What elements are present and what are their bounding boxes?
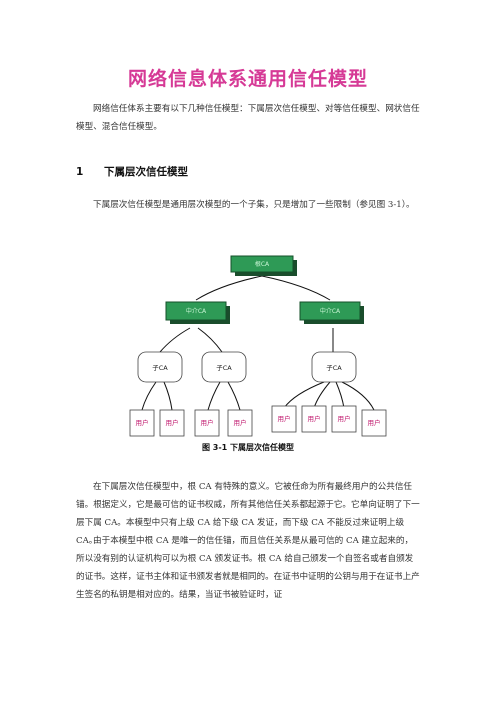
user-node: 用户 bbox=[129, 409, 155, 437]
edge-sub1-u2 bbox=[163, 381, 173, 411]
section-heading: 1 下属层次信任模型 bbox=[76, 164, 188, 179]
intermediate-ca-label: 中介CA bbox=[320, 307, 341, 315]
user-label: 用户 bbox=[368, 418, 381, 427]
edge-sub3-u7 bbox=[335, 381, 345, 409]
section-number: 1 bbox=[76, 166, 84, 178]
edge-root-right bbox=[261, 275, 331, 301]
body-paragraph: 在下属层次信任模型中，根 CA 有特殊的意义。它被任命为所有最终用户的公共信任锚… bbox=[76, 482, 420, 546]
sub-ca-label: 子CA bbox=[326, 364, 342, 372]
edge-sub2-u4 bbox=[227, 381, 241, 411]
user-label: 用户 bbox=[136, 418, 149, 427]
root-ca-node: 根CA bbox=[230, 255, 297, 276]
user-label: 用户 bbox=[234, 418, 247, 427]
user-label: 用户 bbox=[338, 414, 351, 423]
sub-ca-node: 子CA bbox=[201, 351, 247, 383]
intermediate-ca-node: 中介CA bbox=[165, 301, 230, 324]
user-label: 用户 bbox=[308, 414, 321, 423]
user-label: 用户 bbox=[166, 418, 179, 427]
sub-ca-label: 子CA bbox=[152, 364, 168, 372]
sub-ca-label: 子CA bbox=[216, 364, 232, 372]
body-paragraph: 由于本模型中根 CA 是唯一的信任锚，而且信任关系是从最可信的 CA 建立起来的… bbox=[76, 536, 420, 600]
edge-sub3-u5 bbox=[283, 381, 325, 409]
edge-left-sub1 bbox=[159, 327, 191, 353]
sub-ca-node: 子CA bbox=[137, 351, 183, 383]
edge-sub1-u1 bbox=[141, 381, 157, 411]
edge-sub3-u6 bbox=[313, 381, 331, 409]
root-ca-label: 根CA bbox=[255, 260, 270, 268]
user-node: 用户 bbox=[271, 405, 297, 433]
intermediate-ca-node: 中介CA bbox=[299, 301, 364, 324]
intermediate-ca-label: 中介CA bbox=[186, 307, 207, 315]
section-paragraph: 下属层次信任模型是通用层次模型的一个子集，只是增加了一些限制（参见图 3-1）。 bbox=[93, 200, 415, 210]
user-node: 用户 bbox=[159, 409, 185, 437]
edge-sub2-u3 bbox=[207, 381, 221, 411]
user-label: 用户 bbox=[278, 414, 291, 423]
user-node: 用户 bbox=[331, 405, 357, 433]
edge-sub3-u8 bbox=[341, 381, 375, 411]
edge-root-left bbox=[195, 275, 263, 301]
section-title: 下属层次信任模型 bbox=[104, 166, 188, 178]
user-node: 用户 bbox=[194, 409, 220, 437]
edge-left-sub2 bbox=[197, 327, 223, 353]
figure-caption: 图 3-1 下属层次信任模型 bbox=[201, 443, 295, 452]
user-node: 用户 bbox=[361, 409, 387, 437]
intro-paragraph: 网络信任体系主要有以下几种信任模型：下属层次信任模型、对等信任模型、网状信任模型… bbox=[76, 104, 420, 132]
sub-ca-node: 子CA bbox=[311, 351, 357, 383]
user-label: 用户 bbox=[201, 418, 214, 427]
user-node: 用户 bbox=[227, 409, 253, 437]
page-title: 网络信息体系通用信任模型 bbox=[127, 68, 368, 90]
user-node: 用户 bbox=[301, 405, 327, 433]
